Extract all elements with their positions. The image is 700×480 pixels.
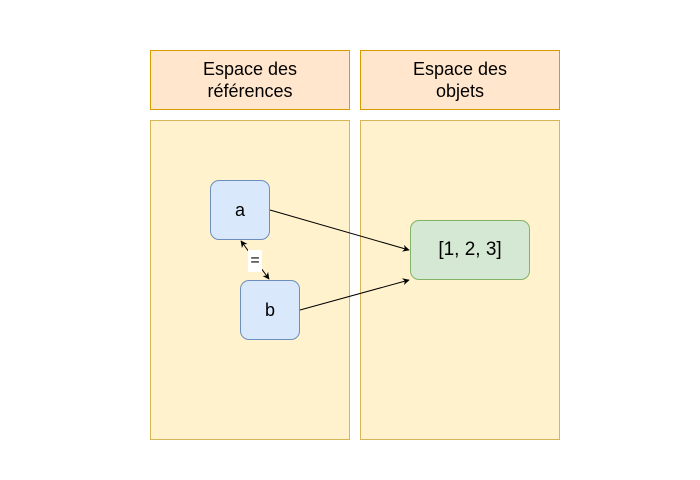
header-objects-line2: objets bbox=[435, 81, 485, 101]
header-objects: Espace des objets bbox=[360, 50, 560, 110]
arrow-a-to-list bbox=[269, 209, 410, 252]
reference-a-label: a bbox=[234, 199, 245, 220]
header-objects-line1: Espace des bbox=[412, 59, 508, 79]
list-object: [1, 2, 3] bbox=[410, 220, 530, 280]
header-references: Espace des références bbox=[150, 50, 350, 110]
header-references-line1: Espace des bbox=[202, 59, 298, 79]
objects-panel bbox=[360, 120, 560, 440]
reference-b: b bbox=[240, 280, 300, 340]
header-references-line2: références bbox=[207, 81, 293, 101]
arrow-b-to-list bbox=[299, 278, 410, 311]
reference-b-label: b bbox=[264, 299, 275, 320]
list-object-label: [1, 2, 3] bbox=[438, 239, 502, 260]
equality-label: = bbox=[248, 250, 262, 272]
reference-a: a bbox=[210, 180, 270, 240]
